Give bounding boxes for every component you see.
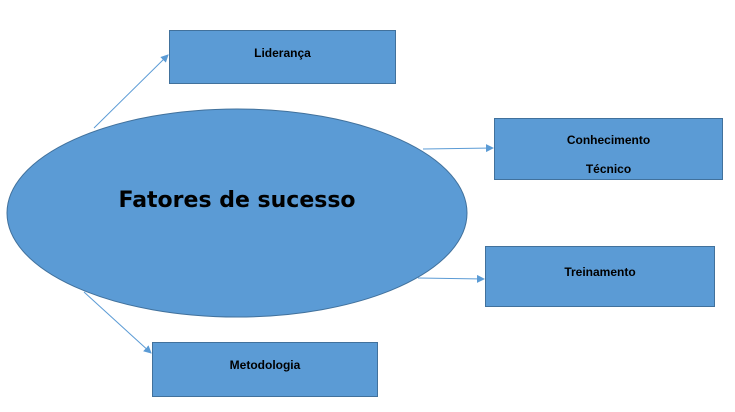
- node-lideranca-label: Liderança: [254, 46, 311, 60]
- arrow-to-metodologia: [83, 291, 152, 354]
- center-ellipse: [6, 108, 468, 318]
- center-label: Fatores de sucesso: [118, 188, 356, 213]
- arrow-to-conhecimento: [422, 144, 494, 153]
- node-conhecimento-label-line1: Conhecimento: [566, 133, 651, 147]
- node-metodologia: Metodologia: [152, 342, 378, 397]
- arrow-to-lideranca: [93, 54, 169, 129]
- node-conhecimento-label-line2: Técnico: [585, 162, 632, 176]
- node-lideranca: Liderança: [169, 30, 396, 84]
- node-treinamento: Treinamento: [485, 246, 715, 307]
- node-conhecimento-tecnico: Conhecimento Técnico: [494, 118, 723, 180]
- node-treinamento-label: Treinamento: [564, 265, 636, 279]
- arrow-to-treinamento: [417, 274, 485, 283]
- node-metodologia-label: Metodologia: [229, 358, 301, 372]
